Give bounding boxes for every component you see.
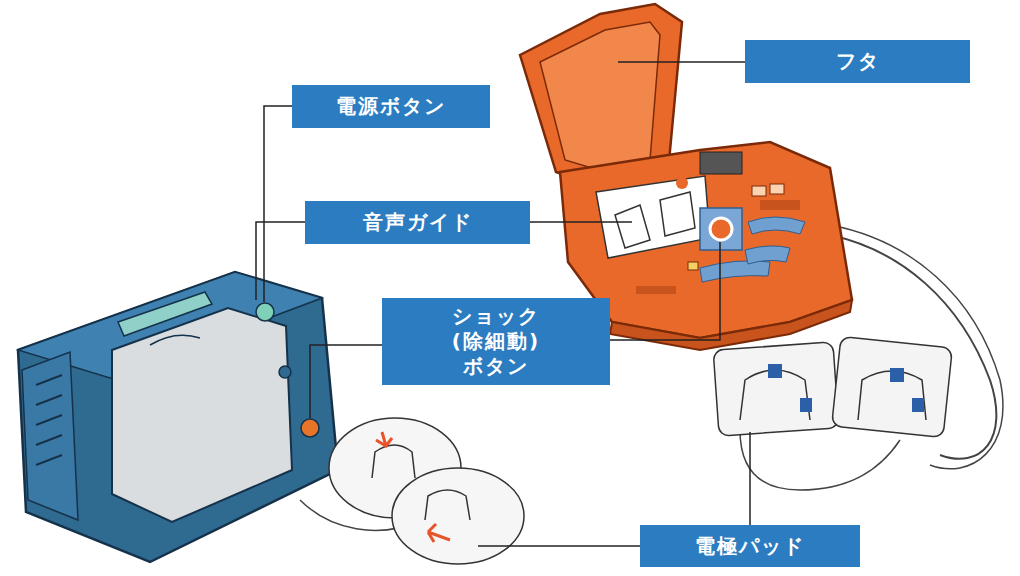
part-label: 音声ガイド — [363, 210, 473, 235]
electrode-pad — [832, 336, 953, 437]
indicator — [770, 184, 784, 194]
cable — [830, 235, 996, 459]
electrode-pad — [392, 468, 524, 564]
label-box: ショック(除細動) ボタン — [382, 298, 610, 385]
indicator — [688, 262, 698, 270]
leader-line — [618, 61, 745, 63]
aed-handle — [22, 352, 78, 520]
part-label: フタ — [836, 49, 880, 74]
pad-mark — [890, 368, 904, 382]
part-label: 電源ボタン — [336, 94, 446, 119]
instruction-figure — [660, 192, 695, 236]
blue-key — [700, 261, 770, 282]
speaker — [279, 366, 291, 378]
label-box: 音声ガイド — [305, 201, 530, 244]
shock-panel — [700, 208, 742, 250]
aed-panel — [112, 308, 292, 522]
pad-mark — [768, 364, 782, 378]
leader-line — [530, 221, 632, 223]
panel-tab — [150, 335, 200, 345]
leader-line — [478, 545, 640, 547]
leader-line — [749, 432, 751, 525]
part-label: ショック(除細動) ボタン — [452, 304, 540, 379]
pad-arrow — [376, 432, 392, 446]
pad-figure — [425, 490, 470, 520]
instruction-panel — [596, 176, 710, 258]
connector-socket — [700, 152, 742, 174]
part-label: 電極パッド — [695, 534, 805, 559]
power-button — [256, 303, 274, 321]
cable — [740, 430, 900, 490]
label-box: 電極パッド — [640, 525, 860, 567]
pad-mark — [912, 398, 924, 412]
shock-button — [710, 218, 732, 240]
electrode-pad — [713, 342, 839, 436]
blue-key — [748, 217, 805, 234]
leader-line — [310, 345, 382, 418]
slot — [636, 286, 676, 294]
leader-line — [256, 222, 305, 300]
aed-body — [18, 272, 338, 562]
cable — [830, 225, 1003, 469]
label-box: 電源ボタン — [292, 85, 490, 128]
blue-key — [745, 246, 790, 264]
pad-arrow — [428, 524, 450, 542]
instruction-figure — [615, 205, 650, 248]
label-box: フタ — [745, 40, 970, 83]
aed-top-bar — [118, 292, 212, 336]
leader-line — [610, 242, 720, 340]
shock-button — [301, 419, 319, 437]
leader-line — [264, 106, 292, 302]
indicator — [752, 186, 766, 196]
lid-inner — [540, 22, 660, 172]
pad-figure — [372, 445, 415, 478]
instruction-mark — [676, 177, 688, 189]
handle-ridges — [36, 375, 62, 465]
leader-lines — [256, 62, 750, 546]
indicator — [760, 200, 800, 210]
pad-mark — [800, 398, 812, 412]
